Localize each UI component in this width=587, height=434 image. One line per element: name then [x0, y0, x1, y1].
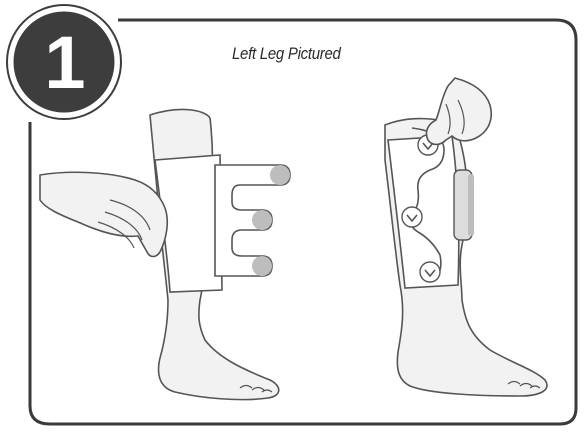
right-figure	[385, 78, 547, 396]
control-unit-shadow	[468, 174, 474, 236]
right-hand	[426, 78, 491, 145]
caption-text: Left Leg Pictured	[232, 44, 341, 64]
step-number: 1	[0, 0, 130, 120]
tab-tip-3	[252, 256, 272, 276]
chevron-down-icon	[402, 207, 422, 227]
tab-tip-2	[252, 210, 272, 230]
chevron-down-icon	[420, 262, 440, 282]
left-figure	[40, 109, 290, 399]
tab-tip-1	[270, 165, 290, 185]
left-hand	[40, 172, 167, 256]
